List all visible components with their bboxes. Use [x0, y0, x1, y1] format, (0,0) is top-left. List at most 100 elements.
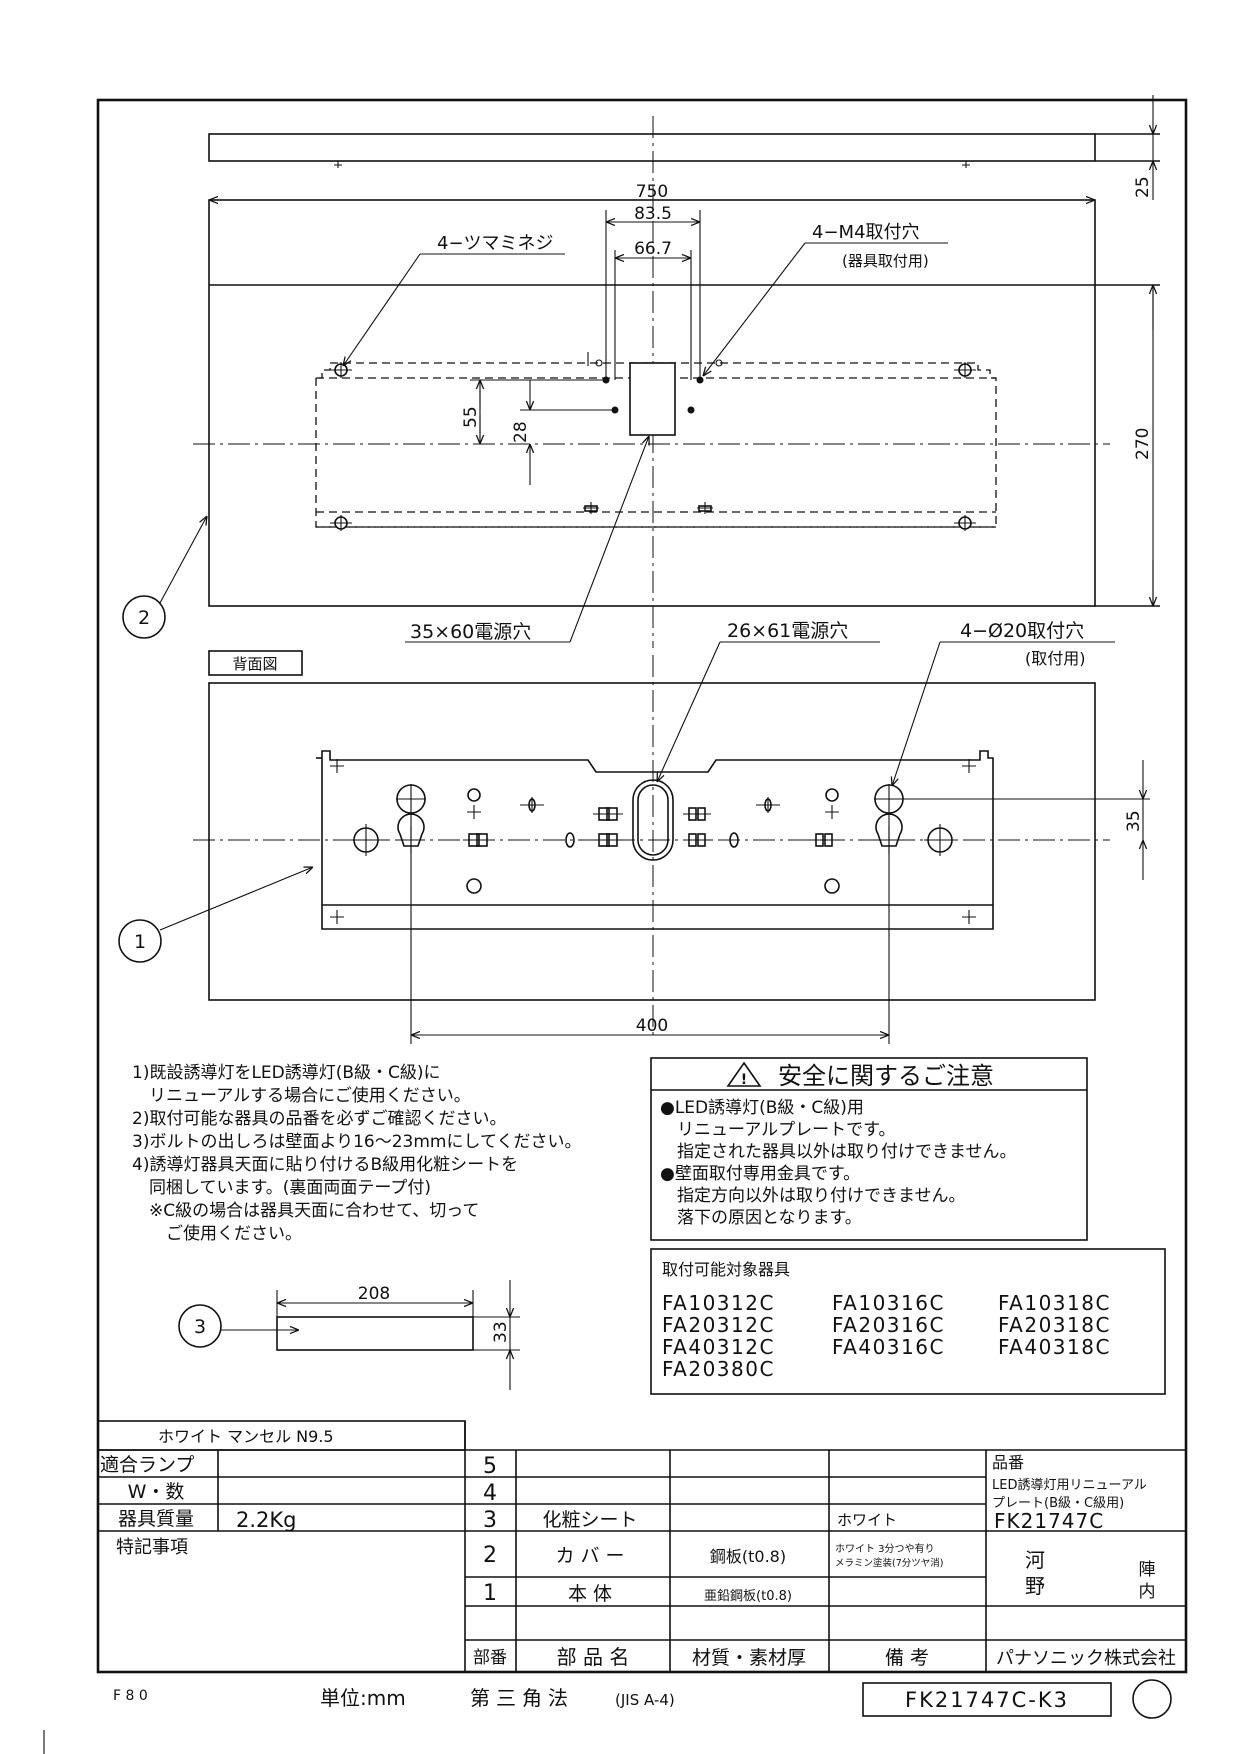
safety-line: ●壁面取付専用金具です。: [660, 1164, 860, 1184]
note-line: 4)誘導灯器具天面に貼り付けるB級用化粧シートを: [132, 1155, 518, 1175]
sheet-view: 208 33 3: [178, 1280, 520, 1390]
model-code: FA10316C: [832, 1291, 945, 1315]
knob-screw-icons: [330, 362, 976, 531]
approver-name: 河: [1025, 1548, 1045, 1572]
safety-line: リニューアルプレートです。: [660, 1120, 895, 1140]
label-power-hole-35x60: 35×60電源穴: [410, 621, 531, 643]
back-view-title: 背面図: [232, 655, 277, 673]
label-m4-hole: 4−M4取付穴: [812, 222, 920, 243]
header-note: 備 考: [885, 1647, 929, 1669]
footer-code: F 8 0: [113, 1688, 148, 1704]
safety-line: 落下の原因となります。: [660, 1208, 862, 1228]
part-note-extra: メラミン塗装(7分ツヤ消): [835, 1557, 943, 1569]
part-no: 1: [483, 1581, 497, 1606]
safety-title: 安全に関するご注意: [778, 1062, 994, 1090]
part-name: カ バ ー: [555, 1545, 624, 1567]
note-line: ご使用ください。: [132, 1223, 302, 1244]
note-line: 同梱しています。(裏面両面テープ付): [132, 1177, 431, 1198]
drawing-frame: [96, 98, 1188, 1674]
notes-block: 1)既設誘導灯をLED誘導灯(B級・C級)に リニューアルする場合にご使用くださ…: [132, 1063, 581, 1244]
model-code: FA10312C: [662, 1291, 775, 1315]
approver-name: 内: [1139, 1582, 1156, 1602]
model-code: FA20312C: [662, 1313, 775, 1337]
warning-icon: !: [726, 1061, 762, 1088]
revision-circle: [1132, 1679, 1172, 1719]
part-material: 亜鉛鋼板(t0.8): [704, 1589, 792, 1604]
compatible-title: 取付可能対象器具: [662, 1260, 790, 1279]
dim-55: 55: [461, 406, 481, 428]
balloon-3-label: 3: [194, 1316, 206, 1338]
company-name: パナソニック株式会社: [996, 1648, 1176, 1669]
model-code: FA40312C: [662, 1335, 775, 1359]
side-profile: [208, 133, 1096, 162]
back-panel: [208, 682, 1096, 1001]
balloon-1: [118, 919, 162, 963]
note-line: 1)既設誘導灯をLED誘導灯(B級・C級)に: [132, 1063, 441, 1083]
drawing-number: FK21747C-K3: [905, 1688, 1069, 1712]
power-hole-26x61: [632, 779, 674, 861]
sheet-outline: [276, 1316, 474, 1351]
watt-label: W・数: [128, 1481, 185, 1503]
part-material: 鋼板(t0.8): [710, 1547, 786, 1566]
dim-400: 400: [636, 1016, 668, 1036]
footer-projection: 第三角法: [470, 1686, 574, 1710]
model-code: FA40316C: [832, 1335, 945, 1359]
model-code: FA20318C: [998, 1313, 1111, 1337]
dim-thickness: 25: [1133, 176, 1153, 198]
part-note: ホワイト 3分つや有り: [835, 1542, 935, 1555]
footer: F 8 0 単位:mm 第三角法 (JIS A-4) FK21747C-K3: [43, 1679, 1172, 1754]
drawing-number-box: [862, 1682, 1112, 1717]
balloon-2: [122, 595, 166, 639]
model-code: FA20316C: [832, 1313, 945, 1337]
part-note: ホワイト: [837, 1511, 897, 1529]
note-line: 2)取付可能な器具の品番を必ずご確認ください。: [132, 1109, 506, 1129]
balloon-1-label: 1: [134, 931, 146, 953]
safety-line: ●LED誘導灯(B級・C級)用: [660, 1098, 864, 1118]
svg-text:!: !: [741, 1072, 747, 1088]
base-plate: [321, 750, 994, 930]
dim-28: 28: [511, 421, 531, 443]
dim-83-5: 83.5: [634, 204, 672, 224]
label-mount-hole: 4−Ø20取付穴: [960, 620, 1084, 642]
model-code: FA40318C: [998, 1335, 1111, 1359]
lamp-label: 適合ランプ: [100, 1454, 194, 1476]
back-view-title-box: [208, 650, 303, 676]
power-hole-35x60: [629, 362, 676, 436]
title-block: ホワイト マンセル N9.5 適合ランプ W・数 器具質量 2.2Kg 特記事項…: [97, 1420, 1186, 1672]
part-no: 3: [483, 1508, 497, 1533]
product-code: FK21747C: [994, 1509, 1104, 1533]
label-m4-hole-sub: (器具取付用): [842, 252, 929, 270]
back-view: 背面図: [118, 620, 1150, 1044]
compatible-fixtures: 取付可能対象器具 FA10312C FA10316C FA10318C FA20…: [650, 1248, 1166, 1395]
part-name: 本 体: [568, 1583, 612, 1605]
hinban-label: 品番: [992, 1453, 1024, 1472]
dim-66-7: 66.7: [634, 239, 672, 259]
approver-name: 陣: [1139, 1560, 1156, 1580]
special-label: 特記事項: [116, 1537, 188, 1558]
part-no: 5: [483, 1454, 497, 1479]
label-knob-screw: 4−ツマミネジ: [437, 233, 554, 254]
dim-750: 750: [636, 182, 668, 202]
header-part-no: 部番: [473, 1648, 507, 1668]
dim-33: 33: [491, 1321, 511, 1343]
color-spec: ホワイト マンセル N9.5: [158, 1427, 334, 1446]
safety-line: 指定された器具以外は取り付けできません。: [660, 1142, 1017, 1162]
label-mount-hole-sub: (取付用): [1025, 649, 1086, 668]
dim-270: 270: [1133, 428, 1153, 460]
note-line: ※C級の場合は器具天面に合わせて、切って: [132, 1201, 479, 1221]
safety-notice: ! 安全に関するご注意 ●LED誘導灯(B級・C級)用 リニューアルプレートです…: [650, 1057, 1088, 1241]
product-name: プレート(B級・C級用): [992, 1496, 1124, 1511]
safety-line: 指定方向以外は取り付けできません。: [660, 1186, 966, 1206]
mass-label: 器具質量: [118, 1508, 194, 1530]
dim-208: 208: [358, 1284, 390, 1304]
note-line: 3)ボルトの出しろは壁面より16〜23mmにしてください。: [132, 1132, 581, 1152]
part-no: 4: [483, 1481, 497, 1506]
footer-unit: 単位:mm: [320, 1686, 406, 1710]
mass-value: 2.2Kg: [236, 1508, 297, 1532]
top-view: 25 750 83.5 66.7 270: [122, 95, 1160, 648]
approver-name: 野: [1025, 1574, 1045, 1598]
product-name: LED誘導灯用リニューアル: [992, 1478, 1147, 1493]
dim-35: 35: [1124, 810, 1144, 832]
footer-size: (JIS A-4): [615, 1691, 675, 1709]
